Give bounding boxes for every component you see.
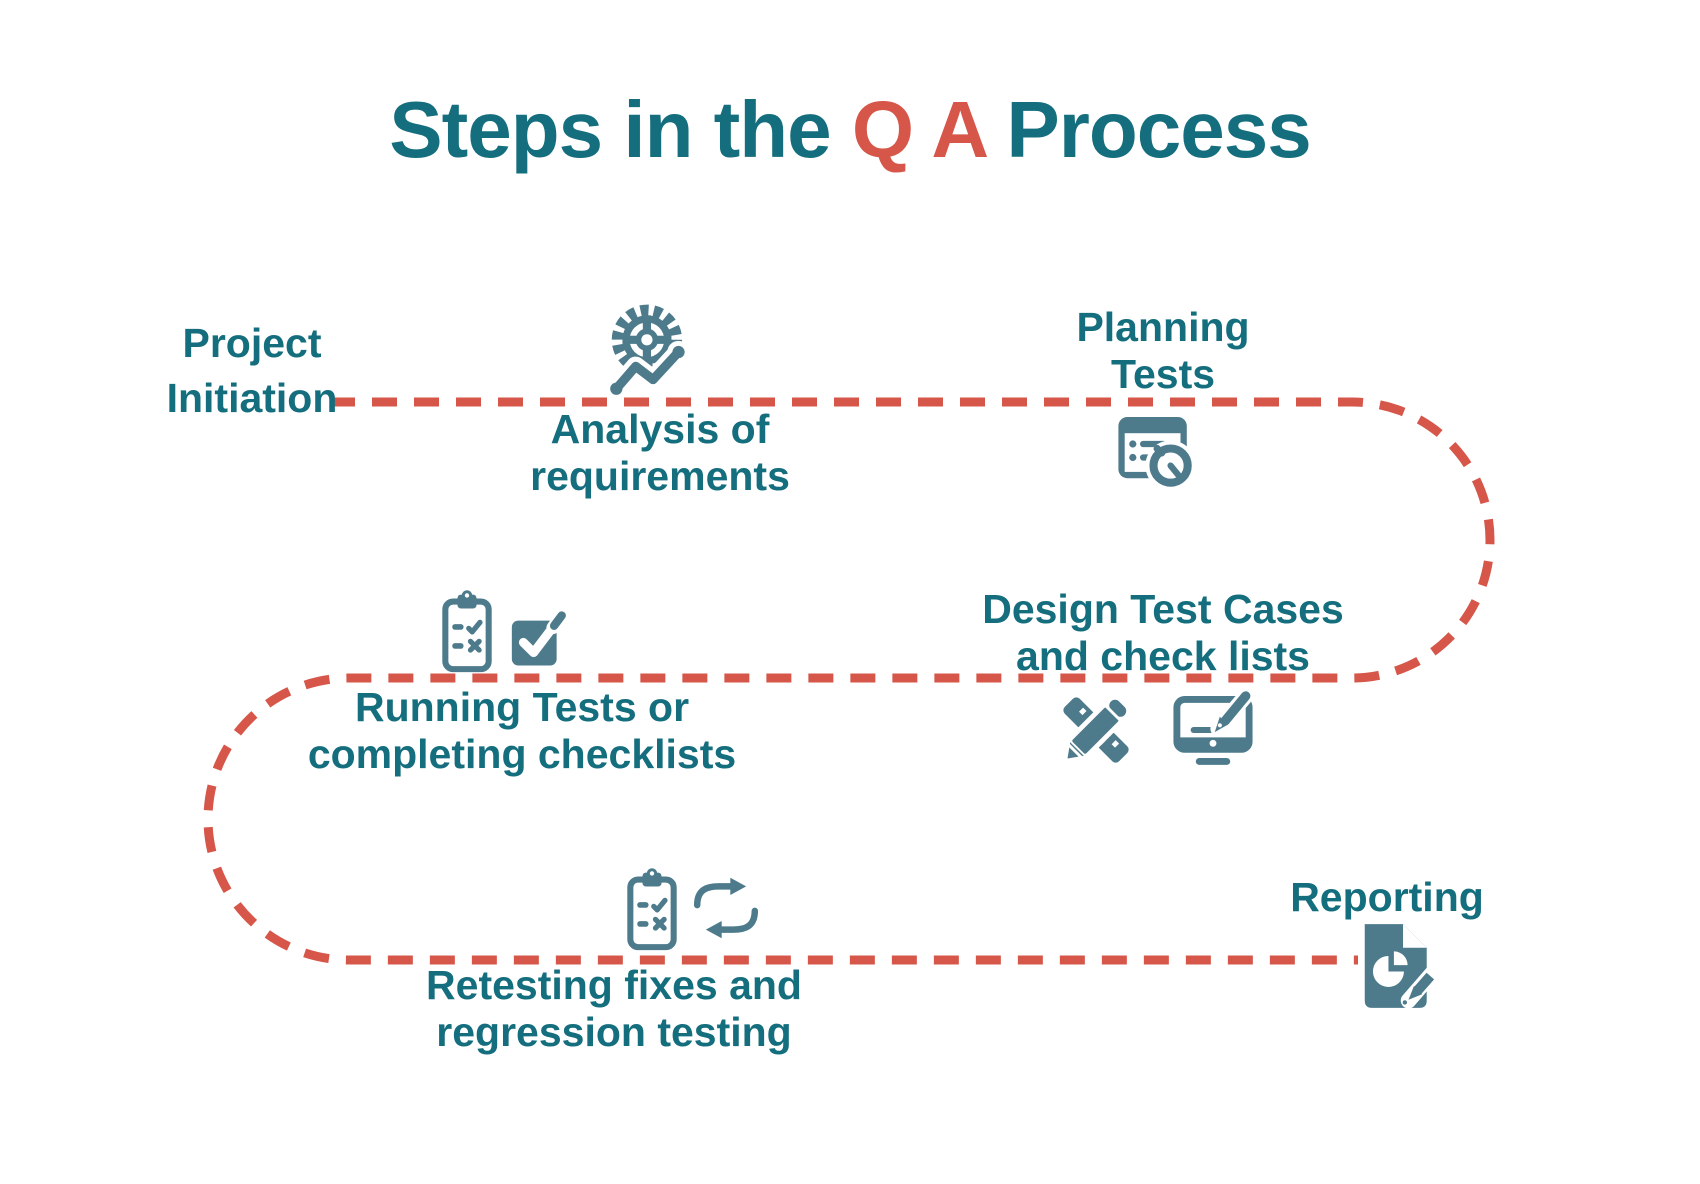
monitor-pen-icon [1166,684,1260,770]
label-line: Retesting fixes and [426,962,802,1008]
label-line: Project [182,320,322,366]
label-line: Design Test Cases [982,586,1344,632]
label-line: Initiation [166,375,338,422]
label-line: Running Tests or [354,684,690,730]
pie-chart [1372,951,1408,987]
label-line: regression testing [436,1009,792,1056]
clipboard-checklist-icon [441,586,493,676]
sync-arrows-icon [684,872,768,944]
title-prefix: Steps in the [389,84,852,174]
step-reporting-label: Reporting [1290,874,1484,921]
title-suffix: Process [985,84,1311,174]
step-running-label: Running Tests or completing checklists [308,684,736,778]
label-line: requirements [530,453,790,500]
checkbox-check-icon [508,600,572,672]
pulse-line [605,340,690,400]
label-line: Analysis of [550,406,770,452]
step-analysis-label: Analysis of requirements [530,406,790,500]
step-design-label: Design Test Cases and check lists [982,586,1344,680]
report-document-pencil-icon [1352,920,1440,1012]
label-line: completing checklists [307,731,737,778]
page-title: Steps in the Q A Process [389,84,1311,176]
label-line: Tests [1110,351,1216,398]
clipboard-checklist-icon [626,864,678,954]
step-retesting-label: Retesting fixes and regression testing [426,962,802,1056]
pencil-small [1400,965,1440,1009]
ruler-pencil-icon [1048,682,1144,778]
label-line: Planning [1076,304,1250,350]
title-highlight: Q A [851,84,986,174]
calendar-stopwatch-icon [1112,408,1204,498]
gear-analytics-icon [600,298,702,402]
fountain-pen [1210,688,1254,737]
label-line: and check lists [1016,633,1310,680]
step-planning-label: Planning Tests [1076,304,1249,398]
pencil [1057,691,1135,769]
step-project-initiation-label: Project Initiation [167,316,338,427]
label-line: Reporting [1290,874,1484,920]
stopwatch [1145,440,1196,491]
